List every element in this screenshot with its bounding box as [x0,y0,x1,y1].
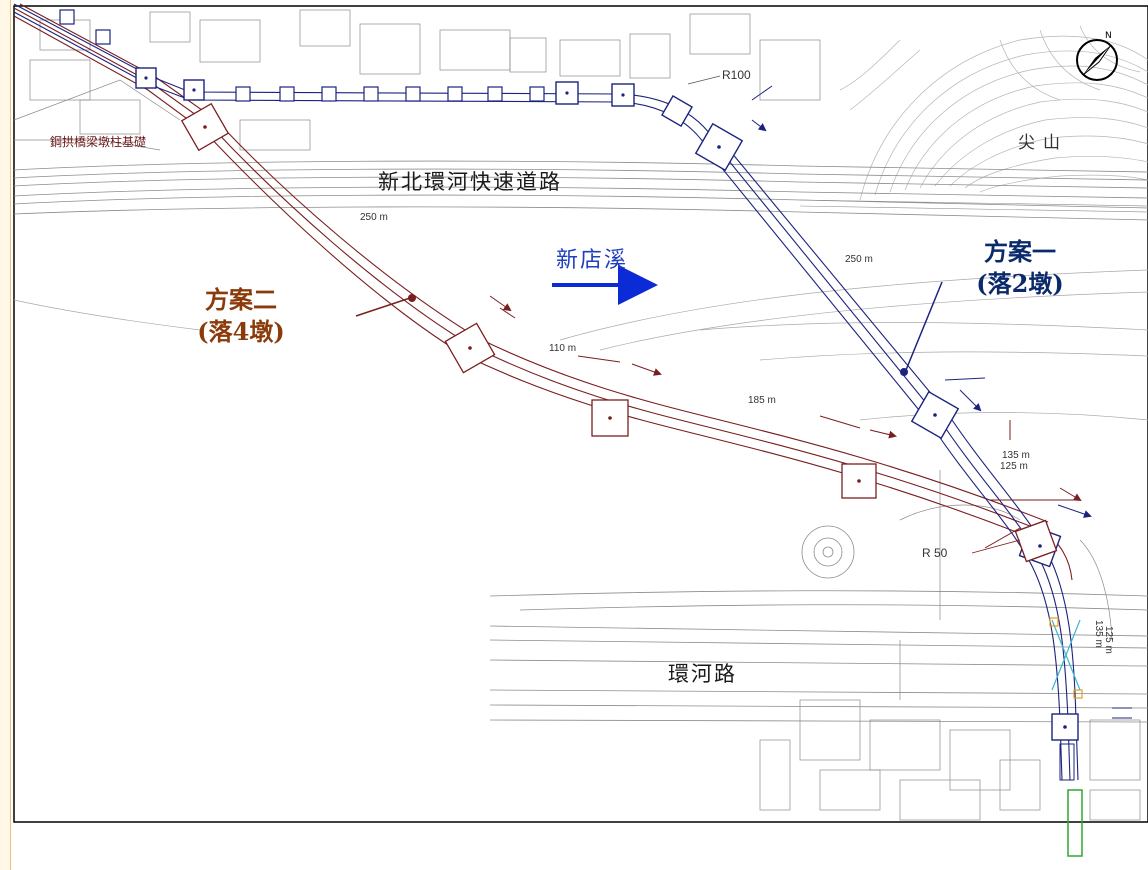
radius-50-label: R 50 [922,546,948,560]
plan-one-dimension-marks [751,85,1132,719]
plan-two-leader [355,297,411,317]
river-bank-lines [13,269,1148,421]
expressway-railing [799,199,1148,213]
bottom-pier-column [1049,617,1083,857]
plan-two-title: 方案二 [205,285,277,314]
expressway-lines [13,160,1148,221]
plan-two-label: 方案二 (落4墩) [176,284,306,348]
expressway-label: 新北環河快速道路 [378,170,562,194]
plan-one-small-piers [59,9,545,102]
plan-two-dimension-marks [489,295,1082,549]
roundabout [801,525,855,579]
river-label: 新店溪 [556,248,629,273]
ring-road-lines [489,590,1148,723]
urban-blocks-bottom [759,470,1141,821]
dim-125: 125 m [1000,461,1028,472]
mountain-label: 尖山 [1018,133,1068,153]
plan-one-leader [905,281,943,371]
left-edge-strip [0,0,11,870]
plan-one-label: 方案一 (落2墩) [950,236,1090,300]
urban-blocks-top [13,9,821,151]
dim-110: 110 m [549,343,577,354]
foundation-label: 鋼拱橋梁墩柱基礎 [50,135,147,149]
plan-two-subtitle: (落4墩) [197,317,285,346]
radius-50-leader [971,539,1021,554]
plan-one-title: 方案一 [984,237,1056,266]
mountain-contours [839,25,1148,201]
ring-road-label: 環河路 [668,662,737,686]
pier-bolt-dots [144,76,1067,729]
dim-185: 185 m [748,395,776,406]
dim-125-vertical: 125 m [1103,626,1114,654]
dim-250-left: 250 m [360,212,388,223]
drawing-border [13,5,1148,823]
dim-250-right: 250 m [845,254,873,265]
plan-two-piers [180,102,1058,563]
north-arrow-icon: N [1076,31,1118,81]
pier-bolt-dots-brown [203,125,861,483]
radius-100-label: R100 [722,68,751,82]
radius-100-leader [687,75,721,85]
plan-one-leader-dot [900,368,908,376]
dim-135: 135 m [1002,450,1030,461]
plan-two-leader-dot [408,294,416,302]
svg-text:N: N [1105,31,1112,41]
plan-one-subtitle: (落2墩) [976,269,1064,298]
